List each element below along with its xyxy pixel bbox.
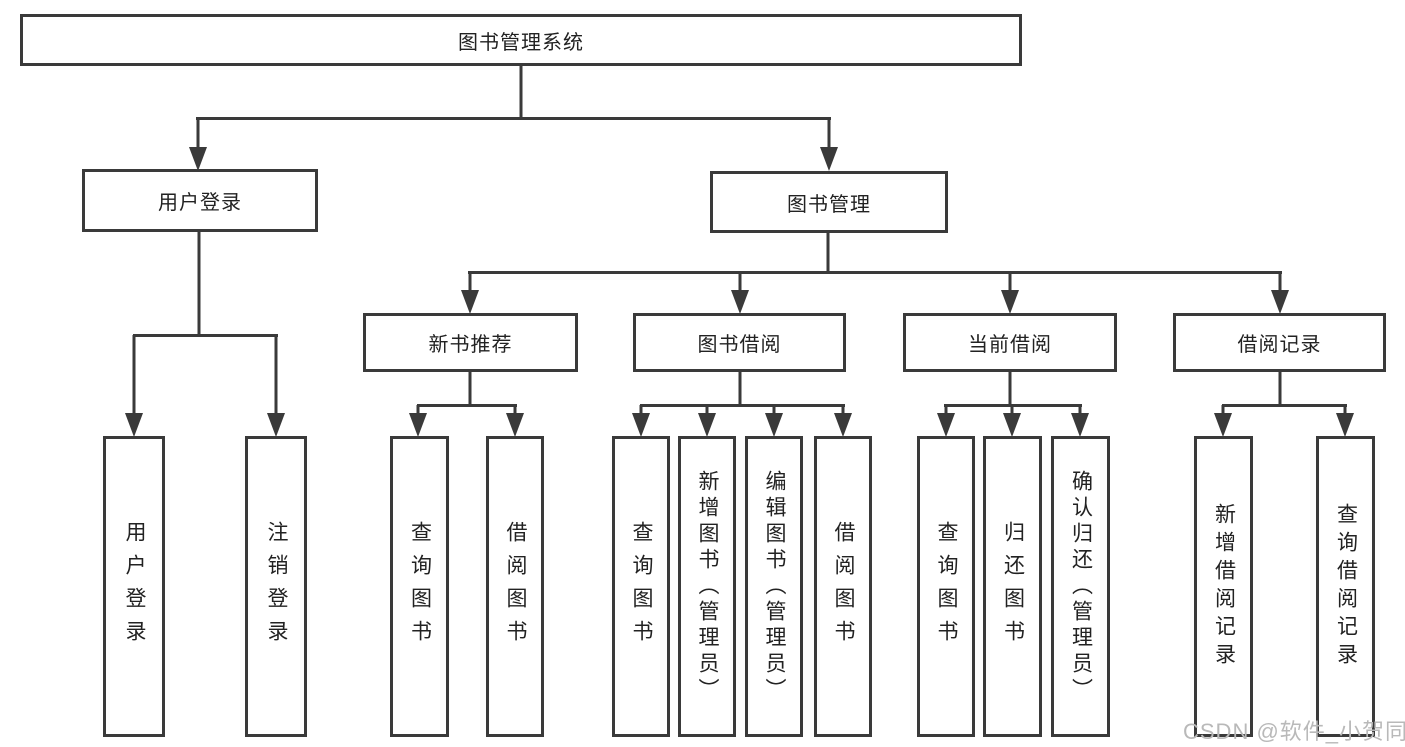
leaf-br-query-record: 查询借阅记录: [1316, 436, 1375, 737]
node-library-system-label: 图书管理系统: [458, 31, 584, 54]
connector-rail-borrow-records: [1222, 404, 1347, 407]
node-borrow-records: 借阅记录: [1173, 313, 1386, 372]
arrowhead-new-book-recommend: [461, 290, 479, 314]
leaf-bb-add-books-admin-label: 新增图书（管理员）: [696, 469, 719, 704]
node-book-borrowing: 图书借阅: [633, 313, 846, 372]
connector-rail-book-borrowing: [640, 404, 845, 407]
leaf-nbr-query-books-label: 查询图书: [408, 520, 432, 653]
arrowhead-cb-return: [1003, 413, 1021, 437]
node-book-management-label: 图书管理: [787, 193, 871, 216]
leaf-nbr-query-books: 查询图书: [390, 436, 449, 737]
arrowhead-cb-confirm: [1071, 413, 1089, 437]
connector-stub-user-login: [197, 230, 201, 336]
leaf-br-add-record-label: 新增借阅记录: [1212, 502, 1236, 671]
leaf-cb-query-books-label: 查询图书: [935, 520, 958, 653]
connector-drop-book-management: [827, 118, 831, 149]
arrowhead-br-query: [1336, 413, 1354, 437]
arrowhead-cb-query: [937, 413, 955, 437]
connector-rail-book-management: [468, 271, 1282, 274]
connector-drop-cb-confirm: [1078, 405, 1082, 415]
leaf-cb-return-books: 归还图书: [983, 436, 1042, 737]
csdn-watermark: CSDN @软件_小贺同学: [1183, 719, 1405, 744]
connector-stub-new-book-recommend: [468, 370, 472, 406]
arrowhead-book-management: [820, 147, 838, 171]
connector-drop-current-borrowing: [1008, 272, 1012, 292]
leaf-cb-return-books-label: 归还图书: [1001, 520, 1025, 653]
connector-drop-bb-query: [639, 405, 643, 415]
connector-drop-nbr-query: [416, 405, 420, 415]
connector-drop-bb-borrow: [841, 405, 845, 415]
arrowhead-bb-add: [698, 413, 716, 437]
arrowhead-user-login: [189, 147, 207, 171]
connector-drop-cb-return: [1010, 405, 1014, 415]
arrowhead-bb-query: [632, 413, 650, 437]
connector-drop-borrow-records: [1278, 272, 1282, 292]
arrowhead-borrow-records: [1271, 290, 1289, 314]
leaf-cb-confirm-return-admin: 确认归还（管理员）: [1051, 436, 1110, 737]
leaf-user-login: 用户登录: [103, 436, 165, 737]
arrowhead-leaf-logout: [267, 413, 285, 437]
connector-stub-root: [519, 64, 523, 119]
connector-stub-borrow-records: [1278, 370, 1282, 406]
connector-drop-new-book-recommend: [468, 272, 472, 292]
connector-drop-leaf-user-login: [132, 335, 136, 415]
node-book-management: 图书管理: [710, 171, 948, 233]
leaf-logout-login: 注销登录: [245, 436, 307, 737]
leaf-bb-add-books-admin: 新增图书（管理员）: [678, 436, 736, 737]
arrowhead-current-borrowing: [1001, 290, 1019, 314]
node-new-book-recommend: 新书推荐: [363, 313, 578, 372]
leaf-logout-login-label: 注销登录: [265, 520, 288, 653]
leaf-br-add-record: 新增借阅记录: [1194, 436, 1253, 737]
connector-stub-book-management: [826, 231, 830, 273]
connector-rail-user-login: [133, 334, 278, 337]
node-current-borrowing-label: 当前借阅: [968, 334, 1052, 356]
arrowhead-nbr-borrow: [506, 413, 524, 437]
connector-drop-cb-query: [944, 405, 948, 415]
connector-drop-leaf-logout: [274, 335, 278, 415]
connector-drop-nbr-borrow: [513, 405, 517, 415]
connector-drop-br-add: [1221, 405, 1225, 415]
leaf-br-query-record-label: 查询借阅记录: [1334, 502, 1358, 671]
node-user-login: 用户登录: [82, 169, 318, 232]
arrowhead-book-borrowing: [731, 290, 749, 314]
node-borrow-records-label: 借阅记录: [1237, 334, 1322, 356]
leaf-nbr-borrow-books-label: 借阅图书: [504, 520, 527, 653]
leaf-bb-borrow-books: 借阅图书: [814, 436, 872, 737]
connector-drop-bb-edit: [772, 405, 776, 415]
arrowhead-br-add: [1214, 413, 1232, 437]
leaf-bb-edit-books-admin-label: 编辑图书（管理员）: [763, 469, 786, 704]
connector-stub-current-borrowing: [1008, 370, 1012, 406]
node-current-borrowing: 当前借阅: [903, 313, 1117, 372]
arrowhead-leaf-user-login: [125, 413, 143, 437]
leaf-user-login-label: 用户登录: [123, 520, 146, 653]
node-library-system: 图书管理系统: [20, 14, 1022, 66]
arrowhead-bb-edit: [765, 413, 783, 437]
leaf-nbr-borrow-books: 借阅图书: [486, 436, 544, 737]
leaf-cb-query-books: 查询图书: [917, 436, 975, 737]
node-book-borrowing-label: 图书借阅: [697, 334, 782, 356]
leaf-cb-confirm-return-admin-label: 确认归还（管理员）: [1069, 469, 1093, 704]
leaf-bb-borrow-books-label: 借阅图书: [832, 520, 855, 653]
connector-stub-book-borrowing: [738, 370, 742, 406]
leaf-bb-query-books-label: 查询图书: [630, 520, 653, 653]
connector-drop-user-login: [196, 118, 200, 149]
connector-rail-root: [196, 117, 831, 120]
arrowhead-bb-borrow: [834, 413, 852, 437]
arrowhead-nbr-query: [409, 413, 427, 437]
node-user-login-label: 用户登录: [158, 192, 242, 214]
leaf-bb-query-books: 查询图书: [612, 436, 670, 737]
connector-rail-new-book-recommend: [417, 404, 517, 407]
leaf-bb-edit-books-admin: 编辑图书（管理员）: [745, 436, 803, 737]
connector-drop-br-query: [1343, 405, 1347, 415]
connector-drop-bb-add: [705, 405, 709, 415]
node-new-book-recommend-label: 新书推荐: [428, 334, 513, 356]
connector-drop-book-borrowing: [738, 272, 742, 292]
